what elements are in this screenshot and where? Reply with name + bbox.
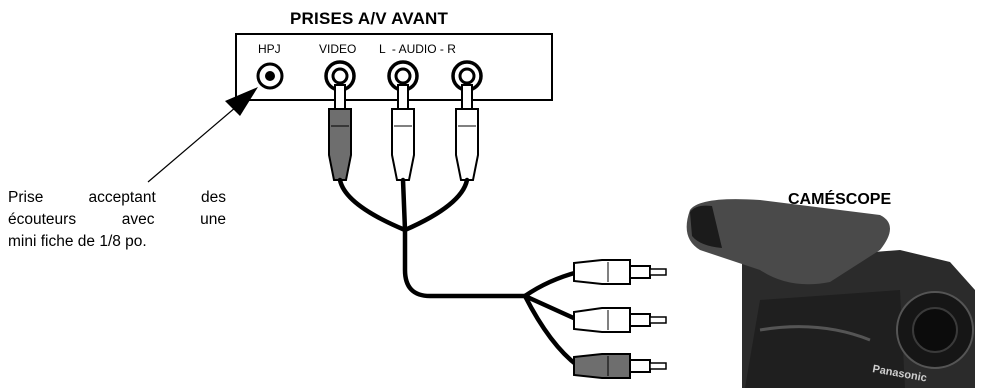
hpj-label: HPJ xyxy=(258,42,281,56)
audio-r-plug-top xyxy=(455,84,479,181)
audio-l-jack xyxy=(387,60,419,92)
note-line: Prise acceptant des xyxy=(8,189,226,206)
audio-plug-bottom-2 xyxy=(573,307,667,333)
panel-title: PRISES A/V AVANT xyxy=(290,9,449,28)
video-plug-top xyxy=(328,84,352,181)
audio-l-plug-top xyxy=(391,84,415,181)
pointer-arrow xyxy=(147,87,258,183)
video-jack xyxy=(324,60,356,92)
hpj-jack xyxy=(256,62,284,90)
video-plug-bottom xyxy=(573,353,667,379)
video-label: VIDEO xyxy=(319,42,357,56)
cable xyxy=(337,177,581,369)
hpj-note: Prise acceptant des écouteurs avec une m… xyxy=(8,187,226,253)
audio-label: L - AUDIO - R xyxy=(379,42,456,56)
audio-plug-bottom-1 xyxy=(573,259,667,285)
note-line: écouteurs avec une xyxy=(8,211,226,228)
note-line: mini fiche de 1/8 po. xyxy=(8,233,147,250)
camcorder-label: CAMÉSCOPE xyxy=(788,191,892,208)
camcorder-illustration: Panasonic xyxy=(686,199,975,388)
audio-r-jack xyxy=(451,60,483,92)
